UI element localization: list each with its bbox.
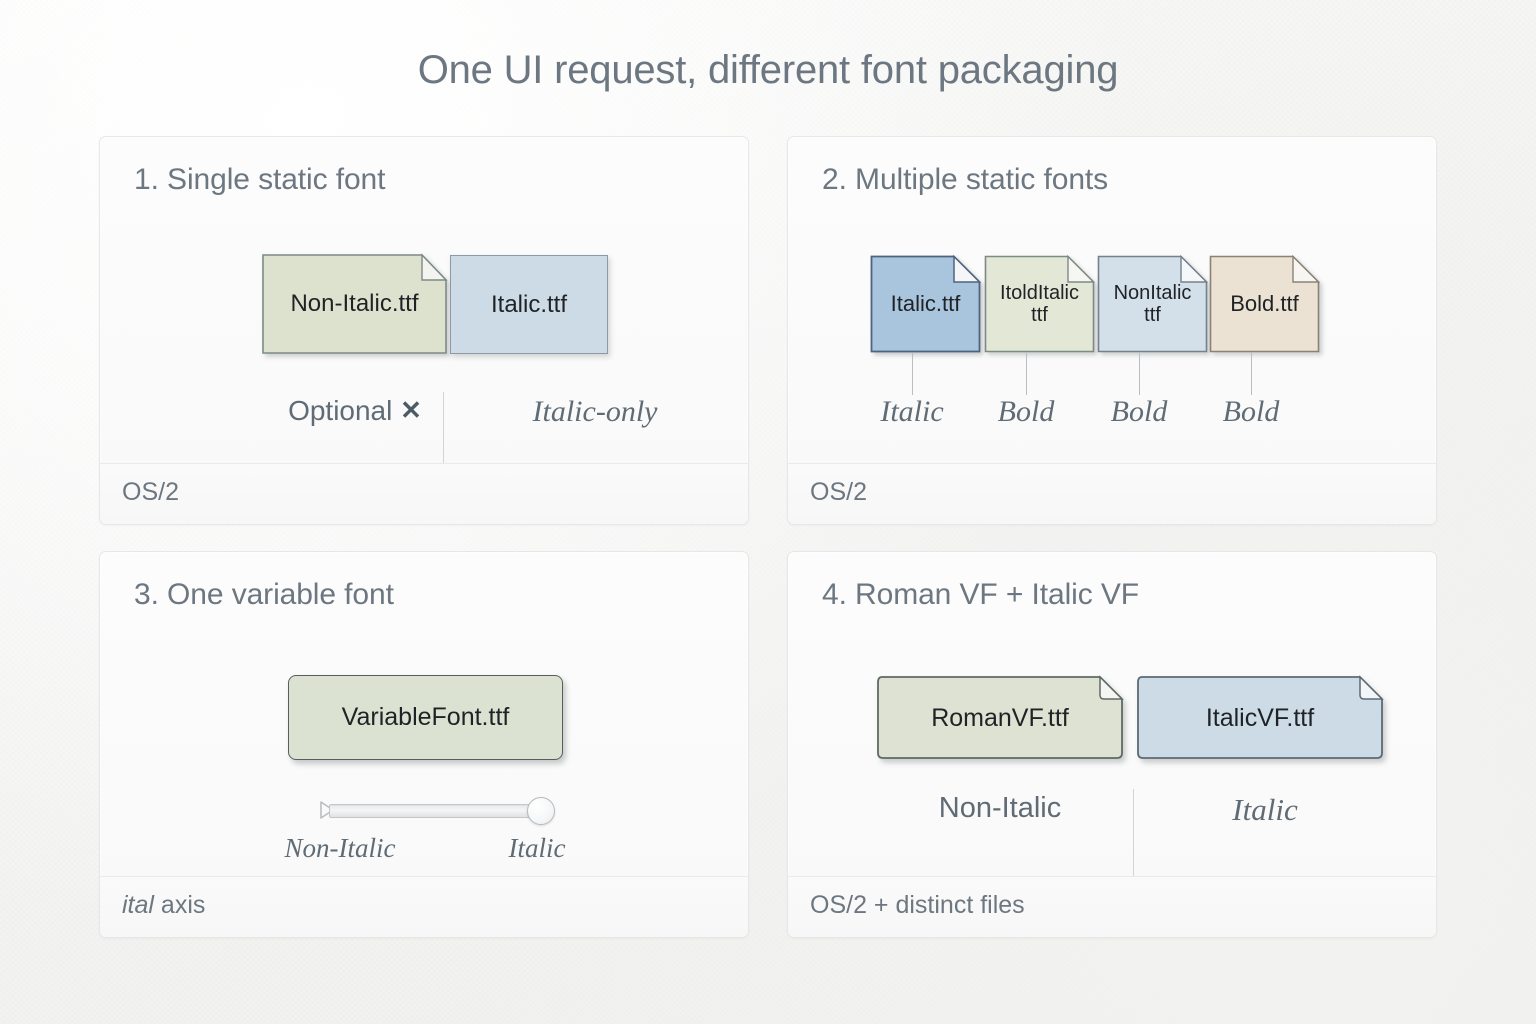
caption-optional: Optional ✕ [220, 395, 490, 427]
footer-axis-name: ital [122, 891, 154, 919]
panel-4-footer: OS/2 + distinct files [788, 876, 1436, 937]
connector-line [1026, 353, 1027, 395]
caption-italic: Italic [880, 395, 944, 428]
panel-one-variable-font: 3. One variable font VariableFont.ttf No… [99, 551, 749, 938]
panel-1-footer: OS/2 [100, 463, 748, 524]
panel-3-heading: 3. One variable font [134, 578, 394, 611]
file-card-label: Non-Italic.ttf [290, 289, 419, 317]
caption-text: Optional [288, 395, 393, 426]
caption-divider [443, 392, 444, 472]
slider-label-italic: Italic [508, 833, 566, 863]
panel-1-heading: 1. Single static font [134, 163, 386, 196]
page-title: One UI request, different font packaging [417, 48, 1119, 92]
file-card-italicvf-ttf[interactable]: ItalicVF.ttf [1136, 675, 1384, 760]
footer-axis-rest: axis [153, 891, 206, 919]
play-triangle-icon [320, 801, 334, 819]
caption-non-italic: Non-Italic [938, 792, 1062, 824]
play-marker-icon [305, 801, 334, 819]
file-card-romanvf-ttf[interactable]: RomanVF.ttf [876, 675, 1124, 760]
folded-page-shape [1209, 254, 1321, 353]
panel-1-body: Non-Italic.ttf Italic.ttf Optional ✕ Ita… [100, 137, 748, 524]
file-card-label: ItoldItalic ttf [1000, 281, 1079, 326]
connector-line [912, 353, 913, 395]
file-card-itolditalic-ttf[interactable]: ItoldItalic ttf [984, 254, 1096, 353]
cross-mark-icon: ✕ [400, 395, 422, 425]
file-card-variablefont-ttf[interactable]: VariableFont.ttf [288, 675, 563, 760]
caption-bold-3: Bold [1222, 395, 1280, 428]
caption-bold-1: Bold [997, 395, 1055, 428]
panel-roman-vf-plus-italic-vf: 4. Roman VF + Italic VF RomanVF.ttf [787, 551, 1437, 938]
panel-3-footer: ital axis [100, 876, 748, 937]
folded-page-shape [984, 254, 1096, 353]
panel-3-body: VariableFont.ttf Non-Italic Italic [100, 552, 748, 937]
file-card-italic-ttf[interactable]: Italic.ttf [450, 255, 608, 354]
file-card-nonitalic-ttf[interactable]: NonItalic ttf [1097, 254, 1209, 353]
panel-2-heading: 2. Multiple static fonts [822, 163, 1109, 196]
panel-2-body: Italic.ttf ItoldItalic ttf [788, 137, 1436, 524]
slider-label-non-italic: Non-Italic [284, 833, 396, 863]
folded-page-shape [1097, 254, 1209, 353]
panel-4-heading: 4. Roman VF + Italic VF [822, 578, 1139, 611]
caption-italic: Italic [1232, 792, 1298, 827]
connector-line [1251, 353, 1252, 395]
panel-multiple-static-fonts: 2. Multiple static fonts Italic.ttf [787, 136, 1437, 525]
folded-page-shape [870, 254, 982, 353]
file-card-label: Italic.ttf [890, 290, 961, 316]
caption-divider [1133, 789, 1134, 877]
caption-bold-2: Bold [1110, 395, 1168, 428]
file-card-non-italic-ttf[interactable]: Non-Italic.ttf [262, 253, 448, 354]
folded-page-shape [262, 253, 448, 354]
footer-label: ital axis [122, 891, 205, 920]
slider-track[interactable] [329, 804, 543, 818]
caption-italic-only: Italic-only [532, 395, 658, 428]
file-card-italic-ttf[interactable]: Italic.ttf [870, 254, 982, 353]
slider-knob[interactable] [527, 797, 555, 825]
footer-label: OS/2 [122, 478, 179, 506]
connector-line [1139, 353, 1140, 395]
footer-label: OS/2 [810, 478, 867, 506]
file-card-label: ItalicVF.ttf [1205, 703, 1315, 732]
file-card-label: RomanVF.ttf [931, 703, 1069, 732]
panel-single-static-font: 1. Single static font Non-Italic.ttf I [99, 136, 749, 525]
file-card-label: Bold.ttf [1230, 290, 1299, 316]
ital-axis-slider[interactable] [305, 795, 555, 825]
panel-4-body: RomanVF.ttf ItalicVF.ttf Non-Italic Ital… [788, 552, 1436, 937]
footer-label: OS/2 + distinct files [810, 891, 1025, 919]
file-card-label: Italic.ttf [490, 290, 568, 318]
panel-2-footer: OS/2 [788, 463, 1436, 524]
file-card-label: NonItalic ttf [1113, 281, 1192, 326]
folded-page-shape [877, 675, 1124, 759]
file-card-bold-ttf[interactable]: Bold.ttf [1209, 254, 1321, 353]
folded-page-shape [1137, 675, 1384, 759]
file-card-label: VariableFont.ttf [341, 703, 510, 731]
